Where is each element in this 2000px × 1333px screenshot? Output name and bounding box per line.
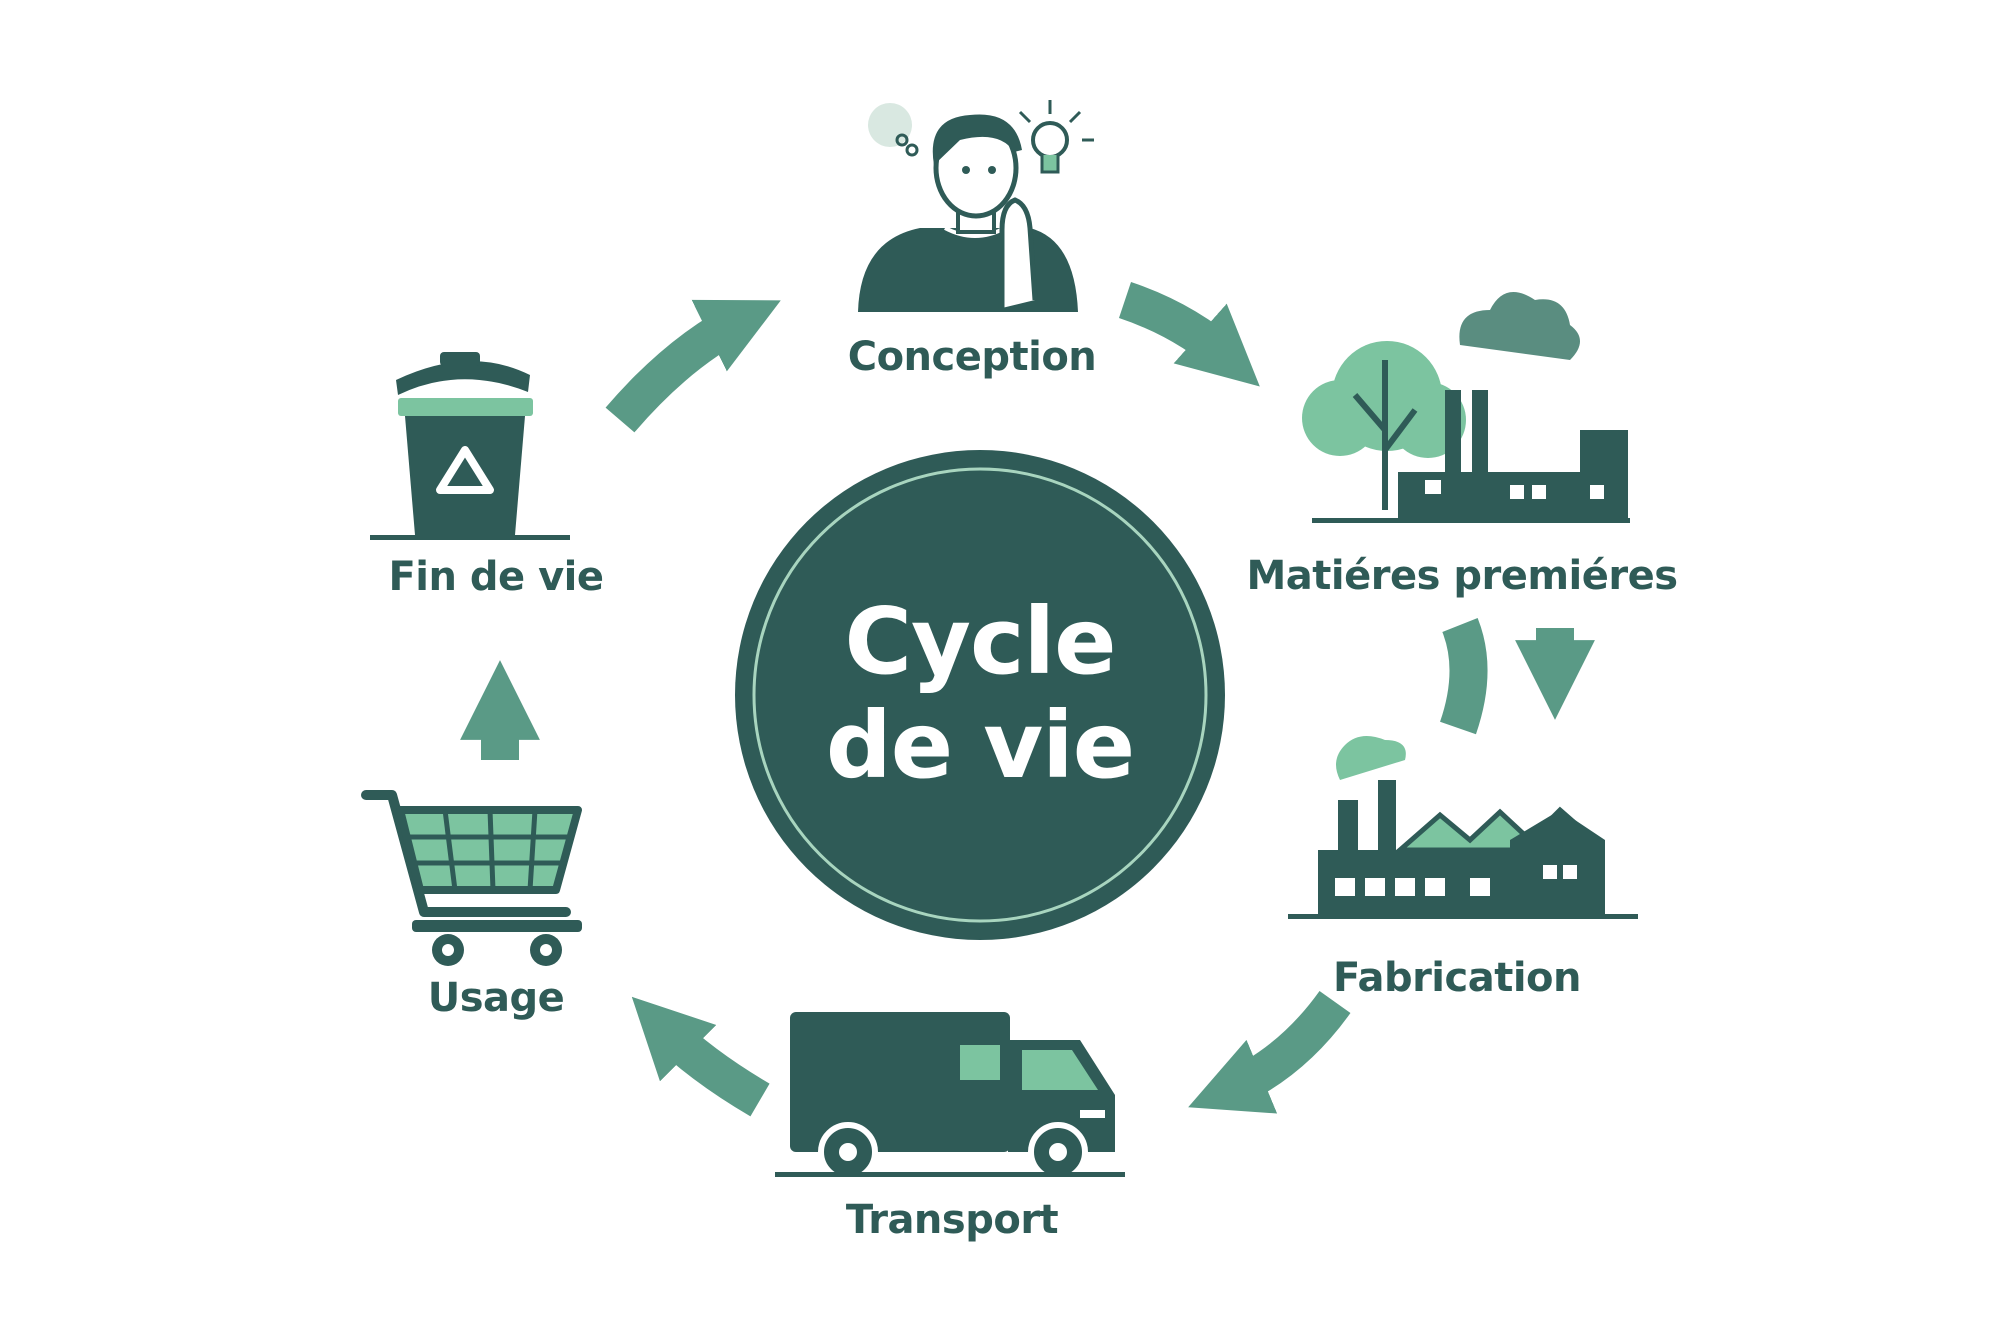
arrow-conception-to-matieres <box>1118 281 1260 387</box>
label-fabrication: Fabrication <box>1332 955 1582 1001</box>
thinking-person-icon <box>858 100 1094 312</box>
center-circle <box>735 450 1225 940</box>
center-title: Cycle de vie <box>825 588 1135 799</box>
tree-and-factory-icon <box>1302 292 1630 523</box>
arrow-matieres-to-fabrication-a <box>1439 617 1488 735</box>
label-fin-de-vie: Fin de vie <box>388 554 604 600</box>
arrow-transport-to-usage <box>631 996 770 1117</box>
center-title-line1: Cycle <box>844 588 1117 695</box>
delivery-truck-icon <box>775 1012 1125 1182</box>
label-matieres-premieres: Matiéres premiéres <box>1246 553 1678 599</box>
cycle-arrows <box>460 281 1595 1117</box>
label-transport: Transport <box>845 1197 1059 1243</box>
arrow-fin-to-conception <box>605 299 781 433</box>
label-usage: Usage <box>427 975 565 1021</box>
recycling-bin-icon <box>370 352 570 540</box>
label-conception: Conception <box>847 334 1097 380</box>
shopping-cart-icon <box>361 790 582 966</box>
factory-icon <box>1288 736 1638 919</box>
center-title-line2: de vie <box>825 692 1135 799</box>
arrow-fabrication-to-transport <box>1188 990 1351 1114</box>
